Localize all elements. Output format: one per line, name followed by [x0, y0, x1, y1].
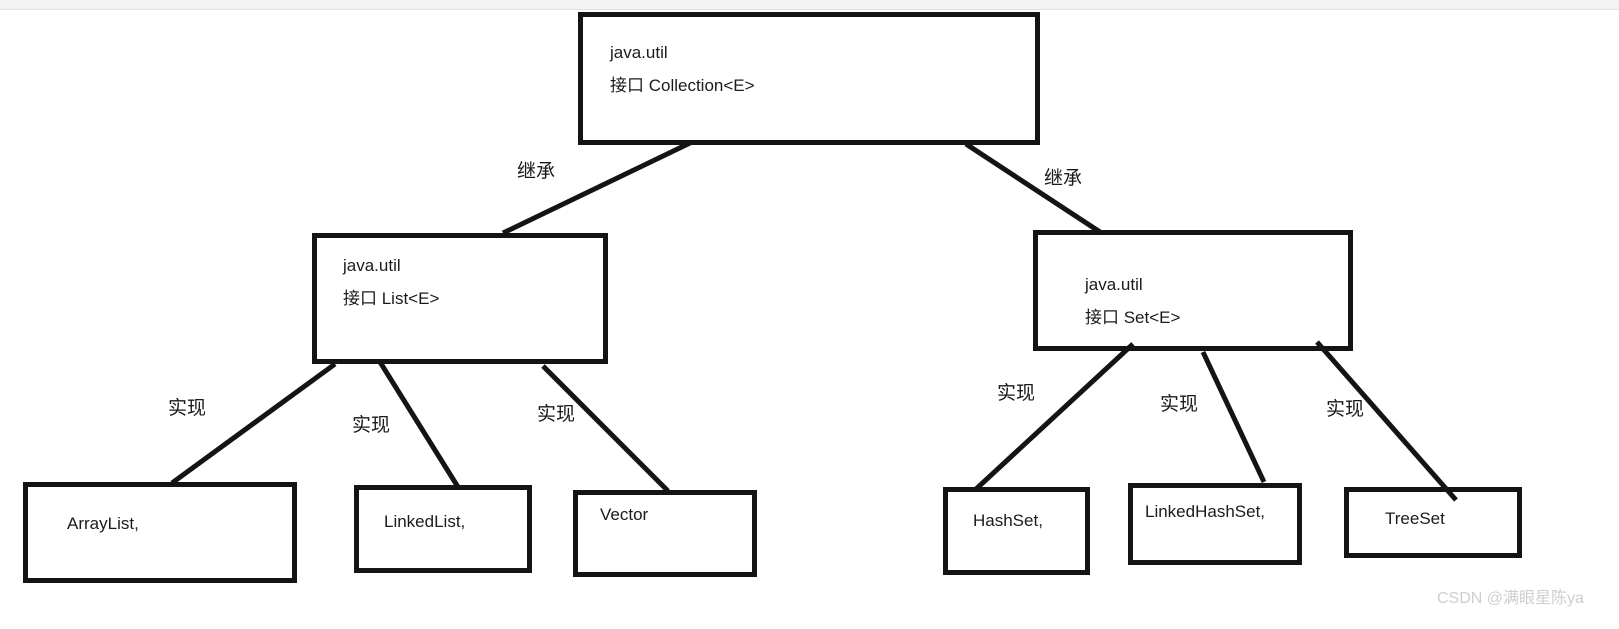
edge-line-list-linkedlist [377, 360, 461, 489]
top-strip [0, 0, 1619, 10]
node-list-label: 接口 List<E> [343, 289, 440, 308]
node-collection: java.util 接口 Collection<E> [578, 12, 1040, 145]
node-hashset: HashSet, [943, 487, 1090, 575]
edge-label-list-arraylist: 实现 [168, 398, 207, 419]
node-linkedhashset: LinkedHashSet, [1128, 483, 1302, 565]
node-hashset-label: HashSet, [973, 511, 1043, 530]
node-linkedlist-label: LinkedList, [384, 512, 466, 531]
node-set-label: java.util [1085, 275, 1143, 294]
node-arraylist-label: ArrayList, [67, 514, 139, 533]
node-linkedhashset-label: LinkedHashSet, [1145, 502, 1266, 521]
node-arraylist: ArrayList, [23, 482, 297, 583]
edge-line-set-treeset [1315, 340, 1458, 502]
node-list: java.util 接口 List<E> [312, 233, 608, 364]
watermark: CSDN @满眼星陈ya [1437, 590, 1584, 607]
edge-label-collection-set: 继承 [1044, 168, 1083, 189]
node-set: java.util 接口 Set<E> [1033, 230, 1353, 351]
edge-line-list-arraylist [170, 361, 337, 486]
edge-label-set-treeset: 实现 [1326, 399, 1365, 420]
node-treeset-label: TreeSet [1385, 509, 1445, 528]
edge-line-collection-list [501, 140, 692, 236]
edge-label-list-linkedlist: 实现 [352, 415, 391, 436]
edge-label-collection-list: 继承 [517, 161, 556, 182]
edge-line-set-hashset [973, 342, 1135, 492]
edge-line-list-vector [541, 364, 670, 493]
node-vector-label: Vector [600, 505, 649, 524]
edge-label-set-hashset: 实现 [997, 383, 1036, 404]
node-treeset: TreeSet [1344, 487, 1522, 558]
node-set-label: 接口 Set<E> [1085, 308, 1181, 327]
edge-label-set-linkedhashset: 实现 [1160, 394, 1199, 415]
edge-label-list-vector: 实现 [537, 404, 576, 425]
node-collection-label: java.util [610, 43, 668, 62]
node-collection-label: 接口 Collection<E> [610, 76, 755, 95]
node-vector: Vector [573, 490, 757, 577]
edge-line-set-linkedhashset [1200, 350, 1267, 484]
node-linkedlist: LinkedList, [354, 485, 532, 573]
node-list-label: java.util [343, 256, 401, 275]
